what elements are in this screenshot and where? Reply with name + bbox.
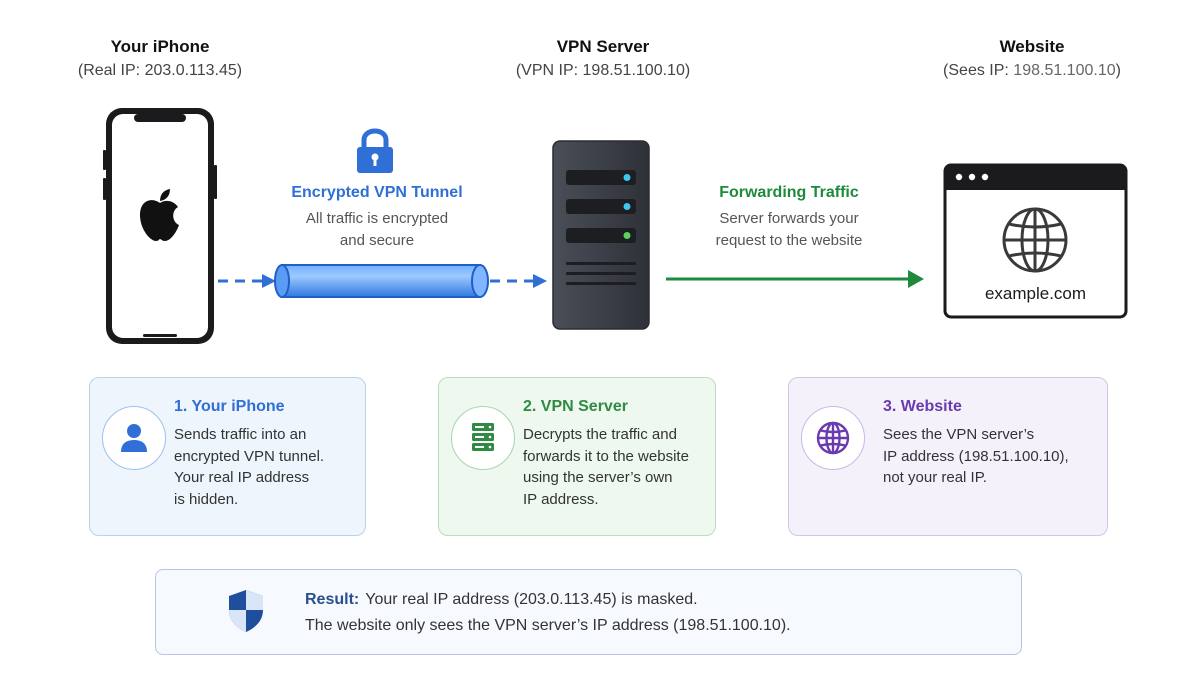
vpn-ip: 198.51.100.10: [582, 62, 685, 79]
card-website-line: Sees the VPN server’s: [883, 426, 1035, 443]
vpn-header: VPN Server (VPN IP: 198.51.100.10): [453, 36, 753, 84]
card-iphone-line: encrypted VPN tunnel.: [174, 447, 325, 465]
vpn-tunnel-tube: [274, 264, 489, 298]
card-vpn-title: 2. VPN Server: [523, 398, 628, 415]
globe-icon: [1002, 207, 1068, 273]
card-website: 3. Website Sees the VPN server’s IP addr…: [788, 377, 1108, 536]
card-website-icon-circle: [801, 406, 865, 470]
vpn-ip-caption: (VPN IP: 198.51.100.10): [453, 58, 753, 84]
result-line1: Result: Your real IP address (203.0.113.4…: [305, 591, 698, 609]
card-iphone-line: is hidden.: [174, 490, 239, 508]
website-domain: example.com: [984, 284, 1087, 303]
result-text-line2: The website only sees the VPN server’s I…: [305, 617, 791, 634]
vpn-ip-suffix: ): [684, 62, 691, 79]
website-title: Website: [999, 37, 1065, 56]
tunnel-description-line2: and secure: [339, 232, 415, 249]
card-website-line: IP address (198.51.100.10),: [883, 447, 1069, 465]
card-vpn-text: Decrypts the traffic and forwards it to …: [523, 424, 713, 510]
website-header: Website (Sees IP: 198.51.100.10): [882, 36, 1182, 84]
card-website-title: 3. Website: [883, 398, 962, 415]
card-iphone: 1. Your iPhone Sends traffic into an enc…: [89, 377, 366, 536]
tunnel-entry-arrow: [218, 274, 276, 288]
globe-icon: [816, 421, 850, 455]
card-vpn-line: forwards it to the website: [523, 447, 689, 465]
flow-diagram: [103, 108, 1128, 344]
website-ip-caption: (Sees IP: 198.51.100.10): [882, 58, 1182, 84]
tunnel-exit-arrow: [490, 274, 547, 288]
server-icon: [472, 423, 494, 451]
website-ip-suffix: ): [1115, 62, 1121, 79]
card-iphone-line: Sends traffic into an: [174, 426, 307, 443]
card-vpn-line: Decrypts the traffic and: [523, 426, 677, 443]
apple-logo-icon: [140, 189, 179, 241]
result-text-line1: Your real IP address (203.0.113.45) is m…: [365, 591, 698, 608]
iphone-ip-caption: (Real IP: 203.0.113.45): [10, 58, 310, 84]
tunnel-description-line1: All traffic is encrypted: [305, 210, 449, 227]
card-vpn-line: using the server’s own: [523, 469, 673, 486]
tunnel-title: Encrypted VPN Tunnel: [291, 184, 463, 201]
iphone-ip-prefix: (Real IP:: [77, 62, 145, 79]
user-icon: [121, 424, 147, 452]
result-label: Result:: [305, 591, 360, 608]
shield-icon: [229, 590, 263, 632]
forwarding-title: Forwarding Traffic: [719, 184, 859, 201]
website-ip-prefix: (Sees IP:: [943, 62, 1014, 79]
card-website-line: not your real IP.: [883, 469, 987, 486]
forwarding-description-line2: request to the website: [715, 232, 863, 249]
card-iphone-text: Sends traffic into an encrypted VPN tunn…: [174, 424, 364, 510]
iphone-header: Your iPhone (Real IP: 203.0.113.45): [10, 36, 310, 84]
iphone-title: Your iPhone: [110, 37, 210, 56]
vpn-ip-prefix: (VPN IP:: [515, 62, 583, 79]
card-vpn-icon-circle: [451, 406, 515, 470]
card-vpn-server: 2. VPN Server Decrypts the traffic and f…: [438, 377, 716, 536]
card-iphone-title: 1. Your iPhone: [174, 398, 285, 415]
iphone-ip-suffix: ): [236, 62, 243, 79]
card-iphone-icon-circle: [102, 406, 166, 470]
result-box: Result: Your real IP address (203.0.113.4…: [155, 569, 1022, 655]
vpn-server-tower: [552, 140, 650, 330]
forwarding-description-line1: Server forwards your: [719, 210, 859, 227]
website-ip: 198.51.100.10: [1013, 62, 1116, 79]
iphone-ip: 203.0.113.45: [144, 62, 237, 79]
lock-icon: [357, 128, 393, 173]
card-vpn-line: IP address.: [523, 490, 599, 508]
card-iphone-line: Your real IP address: [174, 469, 310, 486]
card-website-text: Sees the VPN server’s IP address (198.51…: [883, 424, 1103, 489]
vpn-title: VPN Server: [556, 37, 650, 56]
forwarding-arrow: [666, 270, 924, 288]
